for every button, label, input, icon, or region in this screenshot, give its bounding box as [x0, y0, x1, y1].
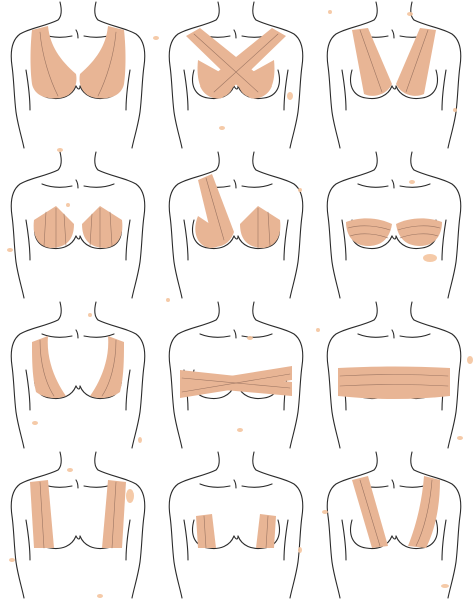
tape-strip	[396, 218, 442, 246]
speck	[88, 313, 92, 317]
speck	[32, 421, 38, 425]
tape-strip	[32, 336, 66, 398]
figure-crossed-diagonal-straps	[169, 2, 302, 148]
tape-strip	[338, 367, 450, 400]
speck	[7, 248, 13, 252]
figure-straight-vertical-straps	[11, 452, 144, 598]
figure-single-diagonal-with-fans	[169, 152, 302, 298]
speck	[138, 437, 142, 443]
speck	[97, 594, 103, 598]
tape-strip	[396, 28, 436, 96]
figure-asymmetric-shoulder-strap	[327, 452, 460, 598]
speck	[467, 356, 473, 364]
figure-wide-horizontal-band	[327, 302, 460, 448]
speck	[287, 92, 293, 100]
speck	[453, 108, 457, 112]
speck	[9, 558, 15, 562]
speck	[423, 254, 437, 262]
tape-strip	[196, 514, 216, 548]
speck	[126, 489, 134, 503]
speck	[298, 547, 302, 553]
speck	[441, 584, 449, 588]
speck	[166, 298, 170, 302]
figure-horizontal-bandeau-strips	[327, 152, 460, 298]
tape-strip	[346, 218, 392, 246]
speck	[316, 328, 320, 332]
tape-strip	[82, 206, 122, 248]
speck	[298, 188, 302, 192]
tape-strip	[90, 336, 124, 398]
figure-lower-fan-half-cups	[11, 152, 144, 298]
speck	[153, 36, 159, 40]
tape-specks	[7, 10, 473, 598]
speck	[57, 148, 63, 152]
speck	[66, 203, 70, 207]
tape-strip	[240, 206, 280, 248]
speck	[407, 12, 413, 16]
figure-short-underbust-strips	[169, 452, 302, 598]
figure-x-cross-band	[169, 302, 302, 448]
speck	[219, 126, 225, 130]
tape-strip	[34, 206, 74, 248]
tape-strip	[256, 514, 276, 548]
speck	[247, 336, 253, 340]
figure-wide-vertical-straps-full-cover	[11, 2, 144, 148]
speck	[328, 10, 332, 14]
figure-outer-vertical-wraps	[11, 302, 144, 448]
speck	[237, 428, 243, 432]
speck	[409, 180, 415, 184]
speck	[67, 468, 73, 472]
tape-strip	[352, 28, 392, 96]
speck	[457, 436, 463, 440]
speck	[322, 510, 328, 514]
figure-v-shaped-straps	[327, 2, 460, 148]
